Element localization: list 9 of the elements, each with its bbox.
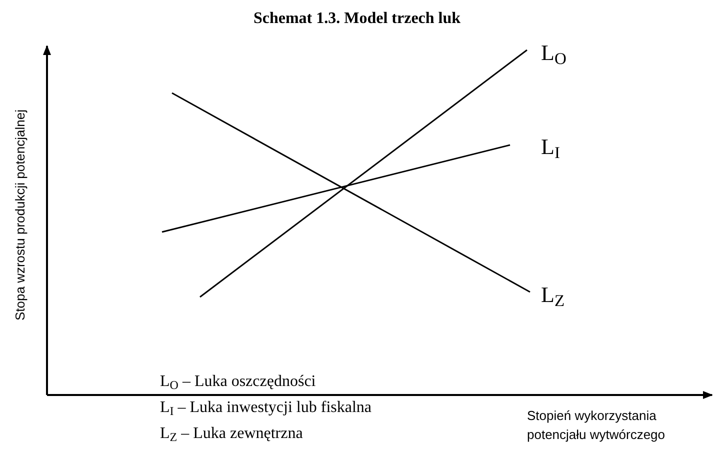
x-axis-title: Stopień wykorzystania potencjału wytwórczego [527, 407, 666, 444]
legend-text: L$_{O}$ – Luka oszczędności [160, 374, 316, 390]
legend-text: L$_{I}$ – Luka inwestycji lub fiskalna [160, 400, 372, 416]
y-axis-title: Stopa wzrostu produkcji potencjalnej [11, 110, 28, 320]
diagram-title: Schemat 1.3. Model trzech luk [253, 9, 461, 29]
line-label: L$_{O}$ [541, 42, 566, 64]
line-label: L$_{I}$ [541, 136, 560, 158]
line-label: L$_{Z}$ [541, 284, 565, 306]
legend-text: L$_{Z}$ – Luka zewnętrzna [160, 426, 303, 442]
